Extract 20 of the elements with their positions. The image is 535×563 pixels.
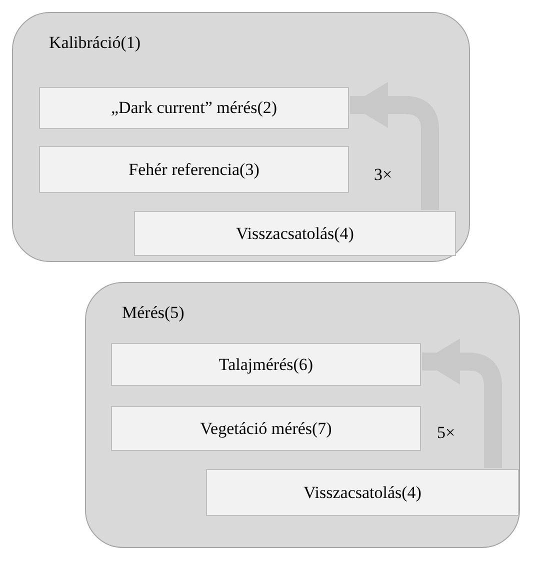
box-label: Visszacsatolás(4) [236, 224, 354, 244]
edge-label: 5× [437, 423, 456, 443]
process-box [111, 406, 421, 451]
process-box [39, 87, 349, 129]
panel-title: Mérés(5) [122, 303, 184, 323]
box-label: Vegetáció mérés(7) [200, 418, 332, 438]
curved-arrow [422, 338, 502, 468]
box-label: „Dark current” mérés(2) [110, 98, 278, 118]
box-label: Fehér referencia(3) [128, 160, 260, 180]
group-panel [85, 282, 520, 548]
group-panel [12, 12, 470, 262]
box-label: Talajmérés(6) [218, 354, 314, 374]
box-label: Visszacsatolás(4) [304, 482, 422, 502]
edge-label: 3× [374, 165, 392, 185]
process-box [206, 469, 519, 516]
process-box [134, 211, 456, 256]
panel-title: Kalibráció(1) [49, 33, 141, 53]
process-box [111, 343, 421, 386]
curved-arrow [350, 82, 439, 210]
process-box [39, 146, 349, 193]
